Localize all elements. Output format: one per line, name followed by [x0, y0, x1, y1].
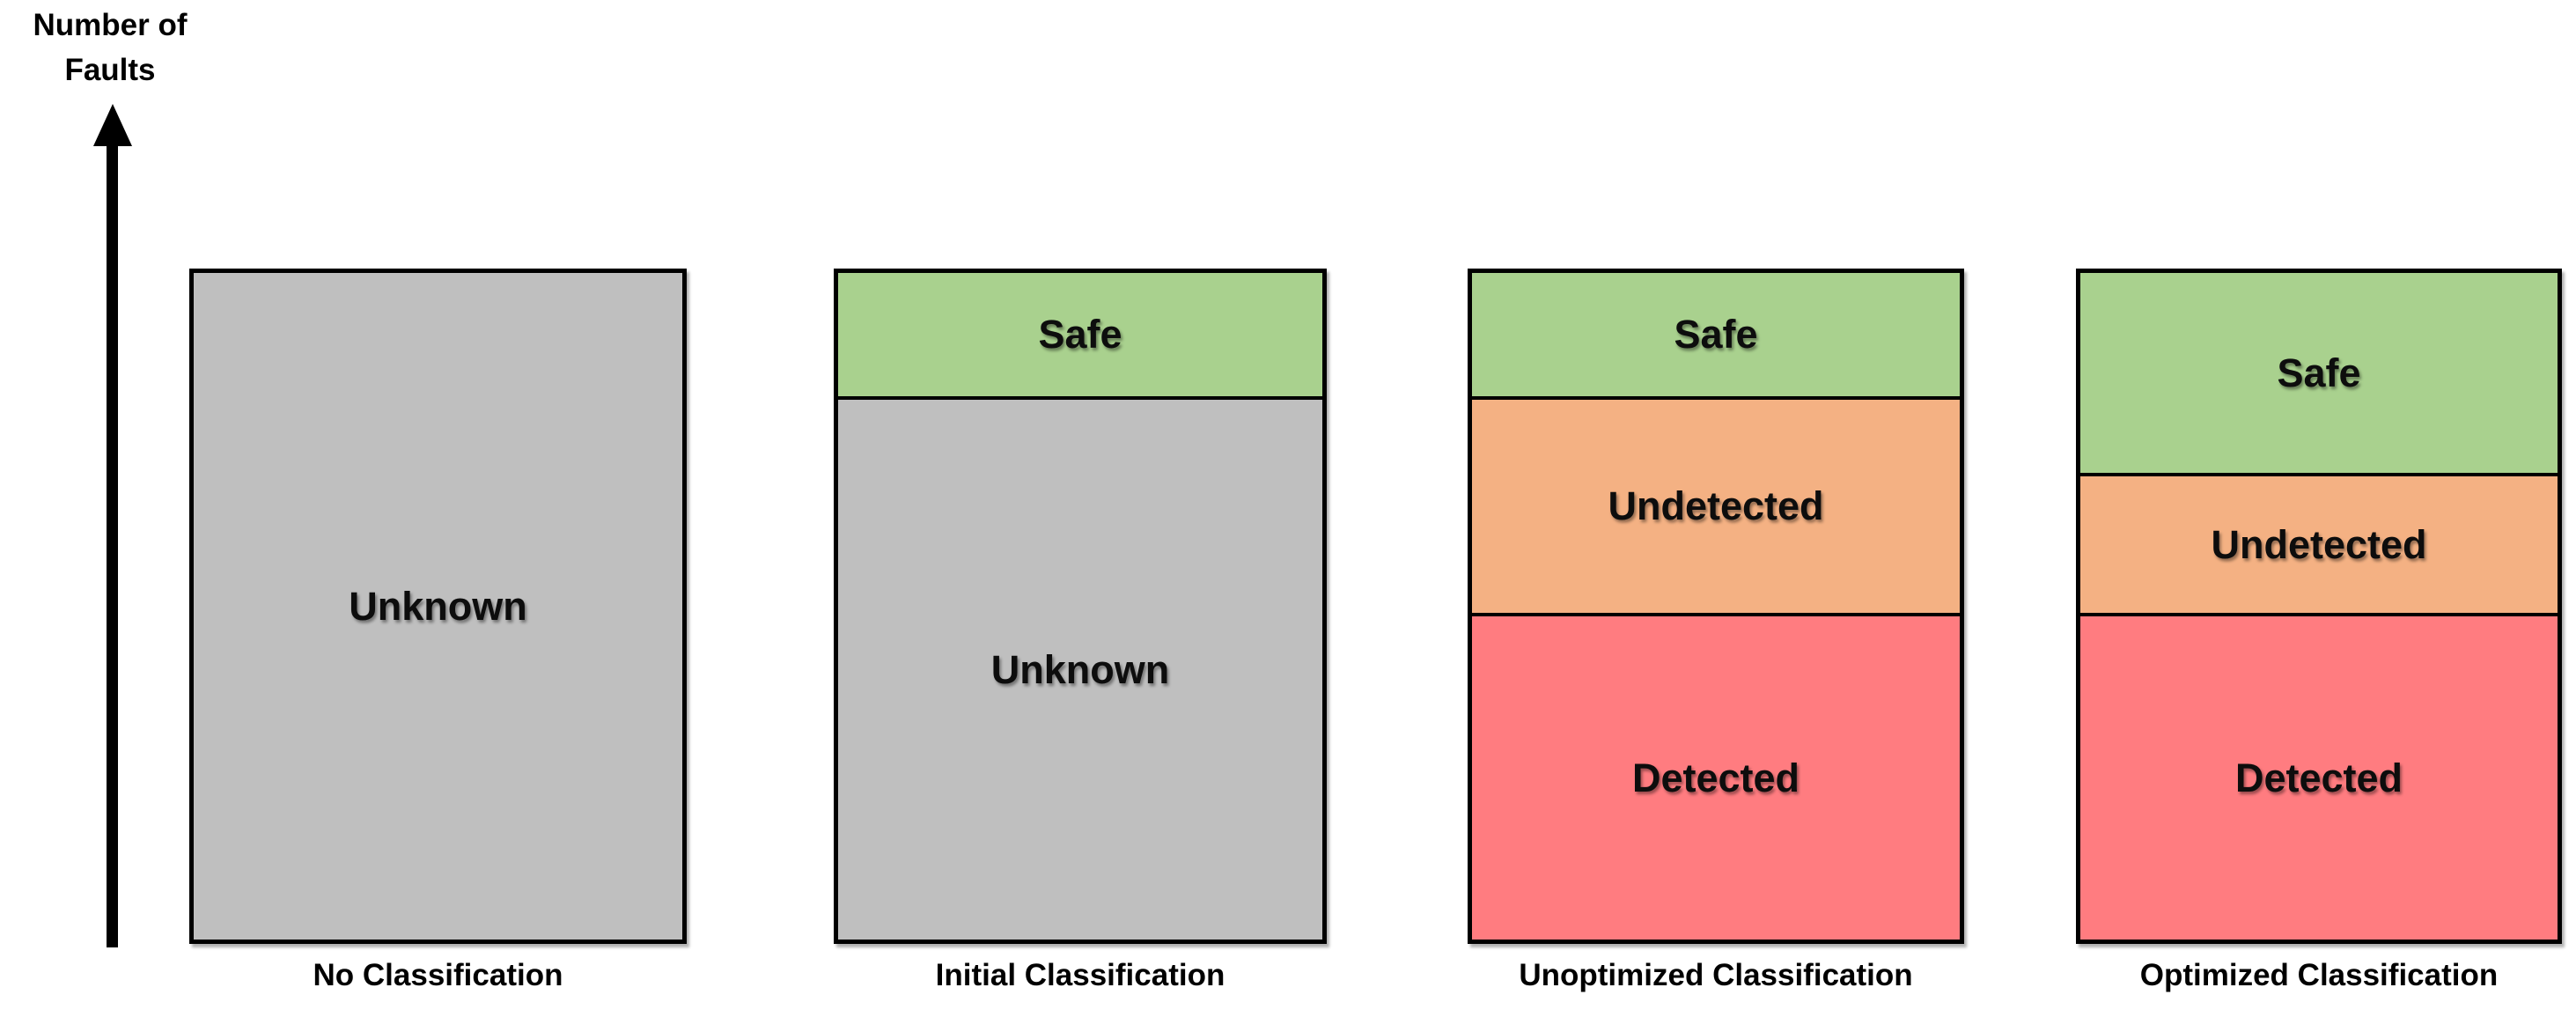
- segment-label: Detected: [2234, 755, 2403, 800]
- bar-segment-safe: Safe: [1472, 273, 1960, 397]
- segment-label: Unknown: [990, 646, 1170, 692]
- bar-segment-undetected: Undetected: [1472, 396, 1960, 614]
- bar-segment-undetected: Undetected: [2080, 473, 2558, 614]
- bar-caption: Unoptimized Classification: [1519, 958, 1913, 992]
- y-axis-label: Number of Faults: [0, 4, 220, 93]
- bar-segment-detected: Detected: [1472, 613, 1960, 940]
- bar-caption: Optimized Classification: [2139, 958, 2499, 992]
- bar-segment-safe: Safe: [2080, 273, 2558, 474]
- bar-segment-detected: Detected: [2080, 613, 2558, 940]
- y-axis-arrow-shaft: [107, 139, 118, 947]
- bar-segment-unknown: Unknown: [194, 273, 682, 940]
- bar-caption: No Classification: [313, 958, 563, 992]
- segment-label: Safe: [2277, 350, 2361, 395]
- bar-segment-safe: Safe: [838, 273, 1322, 397]
- bar-caption: Initial Classification: [935, 958, 1225, 992]
- segment-label: Detected: [1631, 755, 1800, 800]
- segment-label: Undetected: [1608, 483, 1824, 529]
- segment-label: Undetected: [2211, 521, 2427, 567]
- y-axis-label-line1: Number of: [33, 8, 188, 42]
- y-axis-label-line2: Faults: [64, 52, 156, 87]
- segment-label: Unknown: [349, 583, 527, 629]
- segment-label: Safe: [1038, 312, 1122, 357]
- segment-label: Safe: [1674, 312, 1758, 357]
- bar-segment-unknown: Unknown: [838, 396, 1322, 940]
- bar-rect: Unknown: [189, 269, 687, 944]
- bar-no-classification: Unknown No Classification: [189, 269, 687, 993]
